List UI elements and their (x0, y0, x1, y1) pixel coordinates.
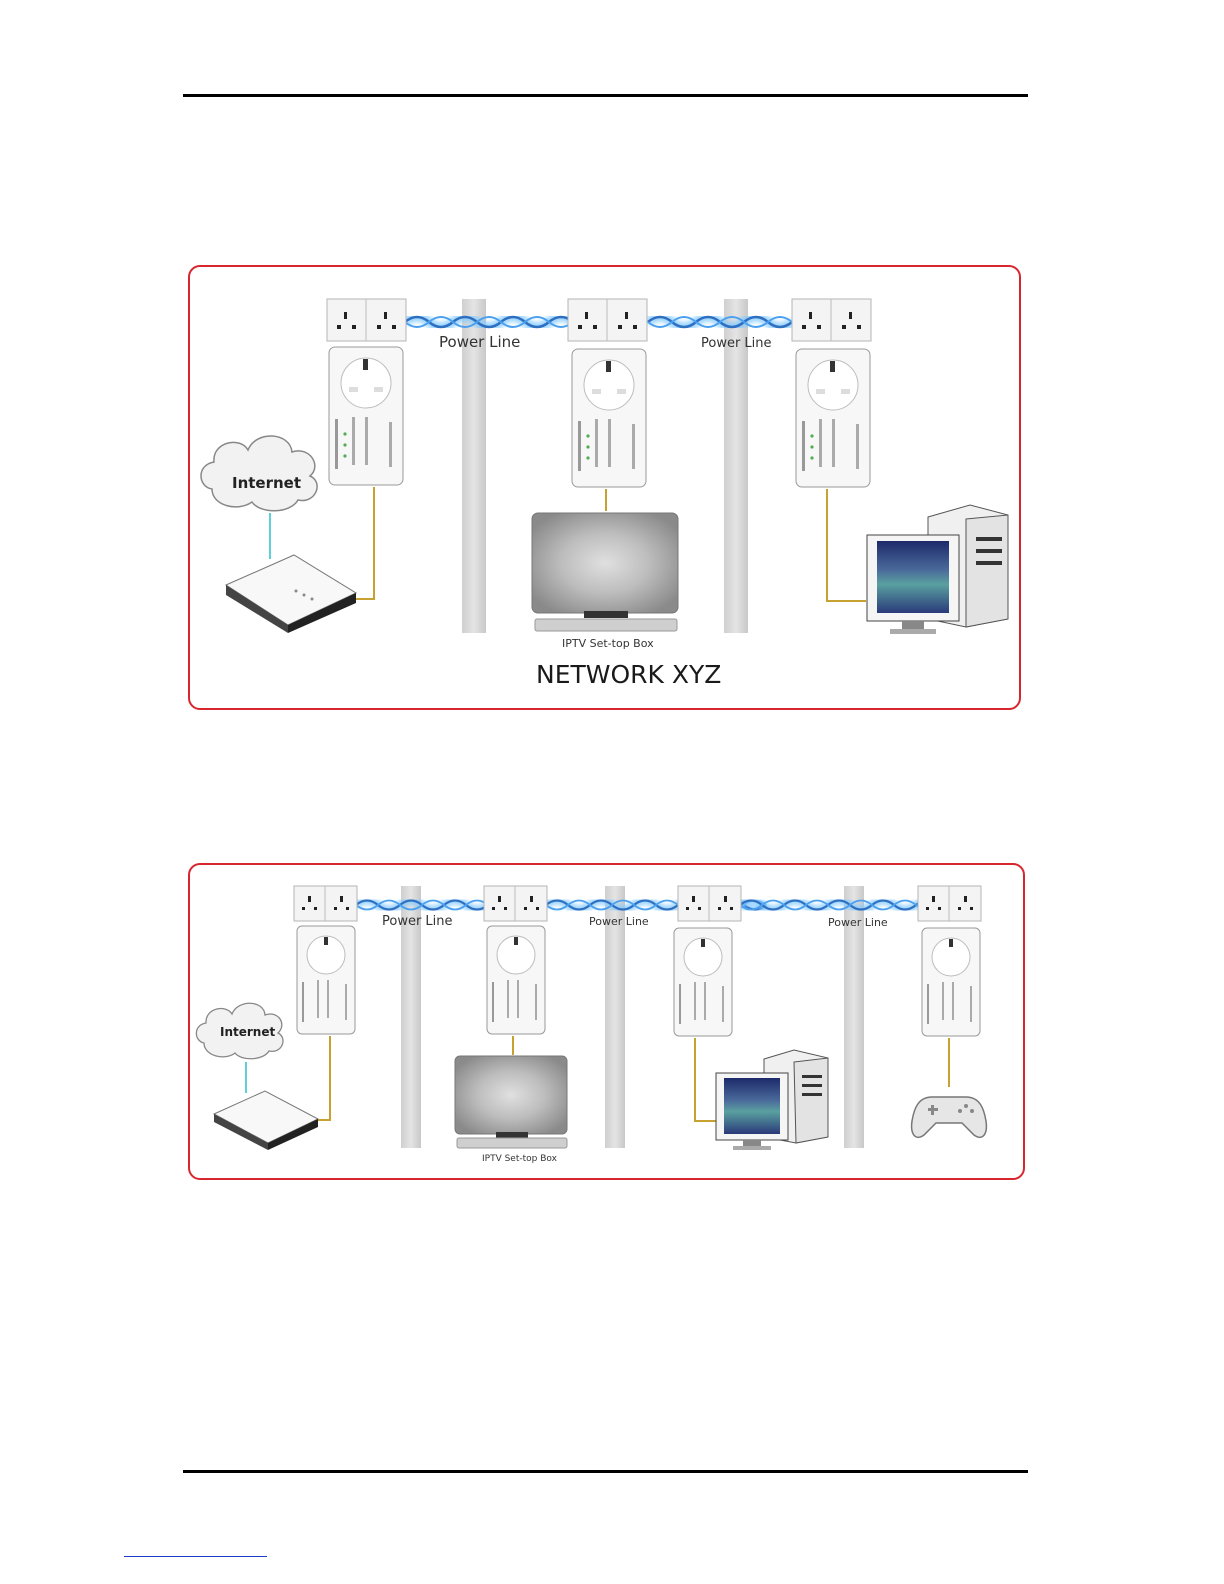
ethernet-cable (827, 489, 866, 601)
powerline-adapter (487, 926, 545, 1034)
header-rule (183, 94, 1028, 97)
wall-socket (484, 886, 547, 921)
powerline-adapter (329, 347, 403, 485)
ethernet-cable (695, 1038, 718, 1121)
network-diagram-4-adapters: Power Line Power Line Power Line (188, 863, 1025, 1180)
network-diagram-3-adapters: Power Line Power Line (188, 265, 1021, 710)
wall-socket (327, 299, 406, 341)
wall-socket (568, 299, 647, 341)
powerline-adapter (572, 349, 646, 487)
internet-label: Internet (220, 1025, 275, 1039)
desktop-pc-icon (716, 1050, 828, 1150)
powerline-label: Power Line (701, 336, 772, 351)
router-icon (226, 555, 356, 633)
wall-socket (792, 299, 871, 341)
powerline-label: Power Line (589, 915, 649, 928)
diagram-2-canvas: Power Line Power Line Power Line (190, 865, 1023, 1178)
gamepad-icon (912, 1097, 987, 1137)
footer-rule (183, 1470, 1028, 1473)
wall-socket (918, 886, 981, 921)
powerline-adapter (674, 928, 732, 1036)
wall-socket (678, 886, 741, 921)
powerline-adapter (297, 926, 355, 1034)
powerline-label: Power Line (382, 914, 453, 929)
footnote-separator (124, 1556, 267, 1557)
stb-label: IPTV Set-top Box (562, 637, 654, 650)
desktop-pc-icon (867, 505, 1008, 634)
powerline-adapter (796, 349, 870, 487)
ethernet-cable (340, 487, 374, 599)
tv-icon (532, 513, 678, 631)
network-name: NETWORK XYZ (536, 660, 721, 689)
wall-socket (294, 886, 357, 921)
ethernet-cable (315, 1036, 330, 1120)
internet-label: Internet (232, 474, 301, 492)
powerline-wave (648, 317, 792, 327)
router-icon (214, 1091, 318, 1150)
powerline-label: Power Line (439, 333, 520, 351)
stb-label: IPTV Set-top Box (482, 1154, 558, 1164)
powerline-wave (740, 901, 938, 910)
diagram-1-canvas: Power Line Power Line (190, 267, 1019, 708)
tv-icon (455, 1056, 567, 1148)
powerline-label: Power Line (828, 916, 888, 929)
powerline-adapter (922, 928, 980, 1036)
